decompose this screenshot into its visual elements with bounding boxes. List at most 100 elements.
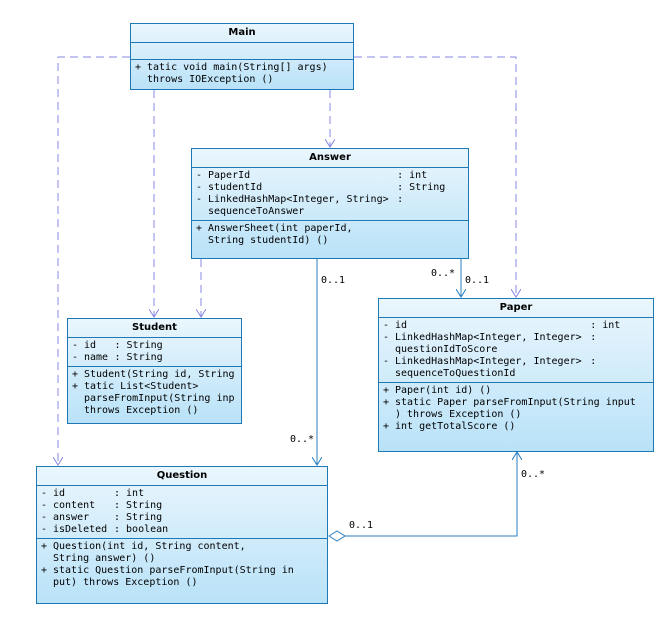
attribute-type: : String [397,182,446,193]
attribute-row[interactable]: -name: String [72,352,237,364]
attribute-type: : [397,194,404,205]
visibility-marker: - [196,182,203,193]
operations-section: +AnswerSheet(int paperId,String studentI… [192,221,468,249]
attribute-name: id [84,340,97,351]
attribute-row[interactable]: -isDeleted: boolean [41,524,323,536]
operation-text: tatic void main(String[] args) [147,62,328,73]
attribute-type: : boolean [114,524,169,535]
operation-text: String studentId) () [208,235,329,246]
operation-row[interactable]: + static Paper parseFromInput(String inpu… [383,397,649,409]
attribute-type: : String [114,500,163,511]
operation-text: put) throws Exception () [53,577,198,588]
operation-text: Question(int id, String content, [53,541,246,552]
operation-text: static Paper parseFromInput(String input [395,397,636,408]
multiplicity-label: 0..* [431,268,456,279]
class-question[interactable]: Question-id: int-content: String-answer:… [36,466,328,604]
attribute-name-cont: sequenceToAnswer [208,206,305,217]
visibility-marker: + [41,565,48,576]
operation-row-cont: put) throws Exception () [41,577,323,589]
operation-text: tatic List<Student> [84,381,199,392]
operation-row[interactable]: +static Question parseFromInput(String i… [41,565,323,577]
operation-row[interactable]: + Student(String id, String [72,369,237,381]
attribute-name: LinkedHashMap<Integer, Integer> [395,332,582,343]
visibility-marker: + [72,381,79,392]
operations-section: +Paper(int id) ()+static Paper parseFrom… [379,383,653,435]
operations-section: + Student(String id, String + tatic List<St… [68,367,241,419]
visibility-marker: - [41,512,48,523]
visibility-marker: + [383,421,390,432]
attributes-section: -id: String-name: String [68,338,241,367]
operation-row[interactable]: +Paper(int id) () [383,385,649,397]
visibility-marker: - [196,194,203,205]
operation-row[interactable]: +Question(int id, String content, [41,541,323,553]
attribute-type: : int [590,320,621,331]
operations-section: +Question(int id, String content,String … [37,539,327,591]
attribute-row[interactable]: -id: String [72,340,237,352]
visibility-marker: + [72,369,79,380]
attribute-row-cont: sequenceToAnswer [196,206,464,218]
attribute-row[interactable]: -id: int [41,488,323,500]
multiplicity-label: 0..1 [321,275,346,286]
attribute-type: : [590,356,597,367]
attribute-row-cont: questionIdToScore [383,344,649,356]
attribute-row-cont: sequenceToQuestionId [383,368,649,380]
visibility-marker: - [72,340,79,351]
dependency-main-question[interactable] [58,56,130,465]
operation-text: int getTotalScore () [395,421,516,432]
operation-text: throws IOException () [147,74,274,85]
attributes-section: -id: int-LinkedHashMap<Integer, Integer>… [379,318,653,383]
class-student[interactable]: Student-id: String-name: String+Student(… [67,318,242,424]
attribute-name: isDeleted [53,524,108,535]
attribute-row[interactable]: -LinkedHashMap<Integer, Integer>: [383,332,649,344]
operation-row-cont: ) throws Exception () [383,409,649,421]
operation-row-cont: throws IOException () [135,74,349,86]
operation-row[interactable]: +AnswerSheet(int paperId, [196,223,464,235]
class-main[interactable]: Main + tatic void main(String[] args)throw… [130,23,354,90]
operation-text: String answer) () [53,553,156,564]
dependency-main-paper[interactable] [354,56,516,297]
multiplicity-label: 0..1 [349,520,374,531]
attribute-name: name [84,352,109,363]
operation-text: ) throws Exception () [395,409,522,420]
visibility-marker: - [383,332,390,343]
attributes-section: -PaperId: int-studentId: String-LinkedHa… [192,168,468,221]
class-title: Question [37,467,327,486]
operations-section: + tatic void main(String[] args)throws IO… [131,60,353,88]
operation-row-cont: parseFromInput(String inp [72,393,237,405]
operation-text: throws Exception () [84,405,199,416]
attribute-name: LinkedHashMap<Integer, String> [208,194,389,205]
visibility-marker: - [383,356,390,367]
class-answer[interactable]: Answer-PaperId: int-studentId: String-Li… [191,148,469,259]
operation-row-cont: String answer) () [41,553,323,565]
aggregation-diamond [328,530,346,542]
attribute-name: content [53,500,96,511]
visibility-marker: - [72,352,79,363]
class-paper[interactable]: Paper-id: int-LinkedHashMap<Integer, Int… [378,298,654,452]
visibility-marker: + [383,397,390,408]
attribute-row[interactable]: -studentId: String [196,182,464,194]
operation-text: AnswerSheet(int paperId, [208,223,353,234]
attribute-type: : int [114,488,145,499]
operation-row[interactable]: + tatic List<Student> [72,381,237,393]
attribute-row[interactable]: -LinkedHashMap<Integer, Integer>: [383,356,649,368]
attribute-row[interactable]: -LinkedHashMap<Integer, String>: [196,194,464,206]
visibility-marker: + [383,385,390,396]
class-title: Answer [192,149,468,168]
operation-row[interactable]: + tatic void main(String[] args) [135,62,349,74]
aggregation-paper-question[interactable] [328,452,517,542]
attributes-section: -id: int-content: String-answer: String-… [37,486,327,539]
visibility-marker: - [383,320,390,331]
attribute-row[interactable]: -answer: String [41,512,323,524]
attribute-row[interactable]: -content : String [41,500,323,512]
attribute-name: id [53,488,66,499]
operation-row-cont: String studentId) () [196,235,464,247]
attribute-row[interactable]: -id: int [383,320,649,332]
visibility-marker: - [41,500,48,511]
attribute-row[interactable]: -PaperId: int [196,170,464,182]
visibility-marker: + [135,62,142,73]
operation-row[interactable]: + int getTotalScore () [383,421,649,433]
operation-text: parseFromInput(String inp [84,393,235,404]
class-title: Main [131,24,353,43]
operation-text: Student(String id, String [84,369,235,380]
